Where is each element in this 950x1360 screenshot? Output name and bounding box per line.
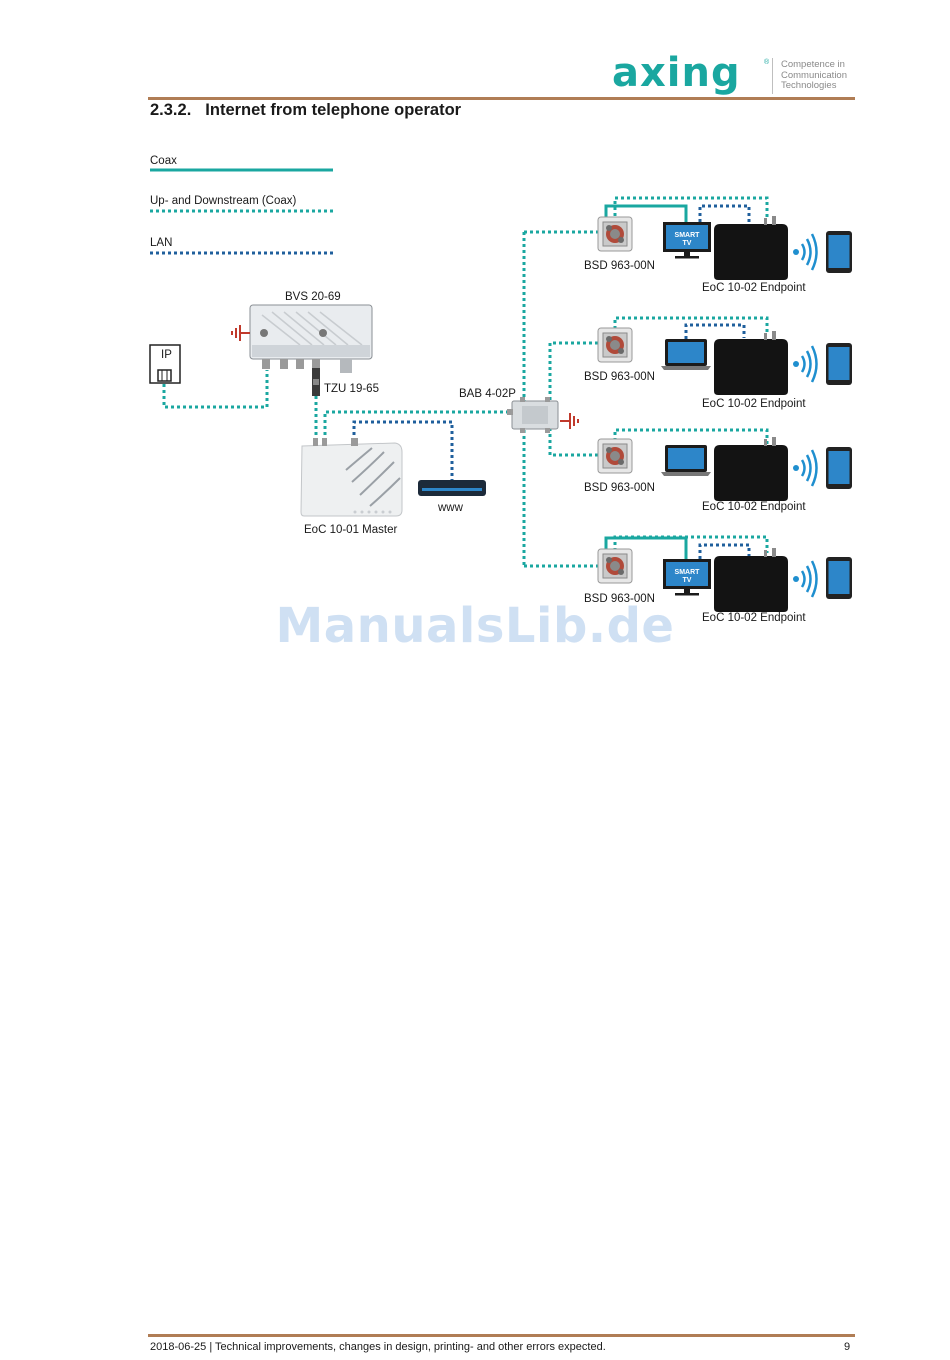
legend-label-lan: LAN xyxy=(150,237,172,249)
splitter-label: BAB 4-02P xyxy=(459,388,516,400)
endpoint-icon xyxy=(714,437,788,501)
coax-solid xyxy=(604,204,688,559)
outlet-label-3: BSD 963-00N xyxy=(584,482,655,494)
wifi-icon xyxy=(791,232,818,272)
logo-tagline: Competence in Communication Technologies xyxy=(781,59,847,92)
header-divider xyxy=(148,97,855,100)
endpoint-icon xyxy=(714,331,788,395)
logo-registered-mark: ® xyxy=(764,59,770,66)
section-number: 2.3.2. xyxy=(150,101,192,119)
outlet-label-4: BSD 963-00N xyxy=(584,593,655,605)
endpoint-label-3: EoC 10-02 Endpoint xyxy=(702,501,806,513)
wifi-icon xyxy=(791,448,818,488)
footer-disclaimer: 2018-06-25 | Technical improvements, cha… xyxy=(150,1341,606,1353)
logo-separator xyxy=(772,58,773,94)
smart-tv-label-1a: SMART xyxy=(675,232,701,239)
outlet-icon xyxy=(597,327,633,363)
page-number: 9 xyxy=(844,1341,851,1353)
endpoint-label-4: EoC 10-02 Endpoint xyxy=(702,612,806,624)
splitter-bab xyxy=(507,397,579,433)
outlet-label-2: BSD 963-00N xyxy=(584,371,655,383)
smart-tv-1: SMART TV xyxy=(663,222,711,259)
router-label: www xyxy=(437,502,464,514)
master-label: EoC 10-01 Master xyxy=(304,524,397,536)
smart-tv-4: SMART TV xyxy=(663,559,711,596)
section-title: Internet from telephone operator xyxy=(205,101,462,119)
router xyxy=(418,480,486,496)
legend-label-coax: Coax xyxy=(150,155,177,167)
outlet-icon xyxy=(597,548,633,584)
tagline-line-1: Competence in xyxy=(781,59,845,70)
coax-connections xyxy=(162,196,769,568)
tablet-icon xyxy=(826,343,852,385)
smart-tv-label-4b: TV xyxy=(683,577,692,584)
endpoint-label-2: EoC 10-02 Endpoint xyxy=(702,398,806,410)
endpoint-label-1: EoC 10-02 Endpoint xyxy=(702,282,806,294)
logo-wordmark: axing xyxy=(612,50,741,96)
watermark: ManualsLib.de xyxy=(275,598,675,654)
ip-outlet: IP xyxy=(149,344,181,384)
wifi-icon xyxy=(791,344,818,384)
amplifier-bvs xyxy=(231,304,373,373)
room-1: BSD 963-00N SMART TV EoC 10-02 Endpoint xyxy=(584,216,852,294)
network-diagram: Coax Up- and Downstream (Coax) LAN IP xyxy=(149,155,852,624)
eoc-master xyxy=(300,438,403,517)
lan-connections xyxy=(352,204,751,559)
room-4: BSD 963-00N SMART TV EoC 10-02 Endpoint xyxy=(584,548,852,624)
endpoint-icon xyxy=(714,216,788,280)
laptop-icon xyxy=(661,339,711,370)
axing-logo: axing ® Competence in Communication Tech… xyxy=(612,50,857,98)
outlet-icon xyxy=(597,216,633,252)
smart-tv-label-1b: TV xyxy=(683,240,692,247)
tagline-line-2: Communication xyxy=(781,69,847,81)
tagline-line-3: Technologies xyxy=(781,80,837,92)
outlet-label-1: BSD 963-00N xyxy=(584,260,655,272)
tablet-icon xyxy=(826,231,852,273)
filter-tzu xyxy=(312,368,320,396)
filter-label: TZU 19-65 xyxy=(324,383,379,395)
smart-tv-label-4a: SMART xyxy=(675,569,701,576)
legend-label-updown: Up- and Downstream (Coax) xyxy=(150,195,297,207)
ip-outlet-label: IP xyxy=(161,349,172,361)
amplifier-label: BVS 20-69 xyxy=(285,291,341,303)
tablet-icon xyxy=(826,557,852,599)
room-2: BSD 963-00N EoC 10-02 Endpoint xyxy=(584,327,852,410)
laptop-icon xyxy=(661,445,711,476)
room-3: BSD 963-00N EoC 10-02 Endpoint xyxy=(584,437,852,513)
section-heading: 2.3.2. Internet from telephone operator xyxy=(150,101,461,120)
tablet-icon xyxy=(826,447,852,489)
outlet-icon xyxy=(597,438,633,474)
legend: Coax Up- and Downstream (Coax) LAN xyxy=(150,155,333,255)
footer-divider xyxy=(148,1334,855,1337)
wifi-icon xyxy=(791,559,818,599)
